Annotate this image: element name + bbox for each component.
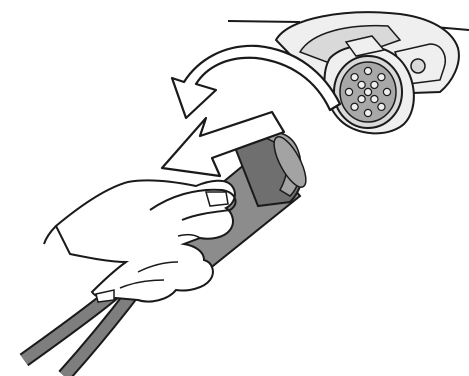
socket-pin <box>358 81 365 88</box>
socket-pins <box>345 67 390 116</box>
socket-pin <box>371 95 378 102</box>
socket-pin <box>364 88 371 95</box>
socket-pin <box>371 81 378 88</box>
socket-pin <box>345 88 352 95</box>
socket-pin <box>351 103 358 110</box>
socket-pin <box>358 95 365 102</box>
socket-pin <box>364 109 371 116</box>
socket-pin <box>364 67 371 74</box>
socket-pin <box>378 74 385 81</box>
socket-pin <box>351 74 358 81</box>
socket-pin <box>378 103 385 110</box>
socket-pin <box>383 88 390 95</box>
